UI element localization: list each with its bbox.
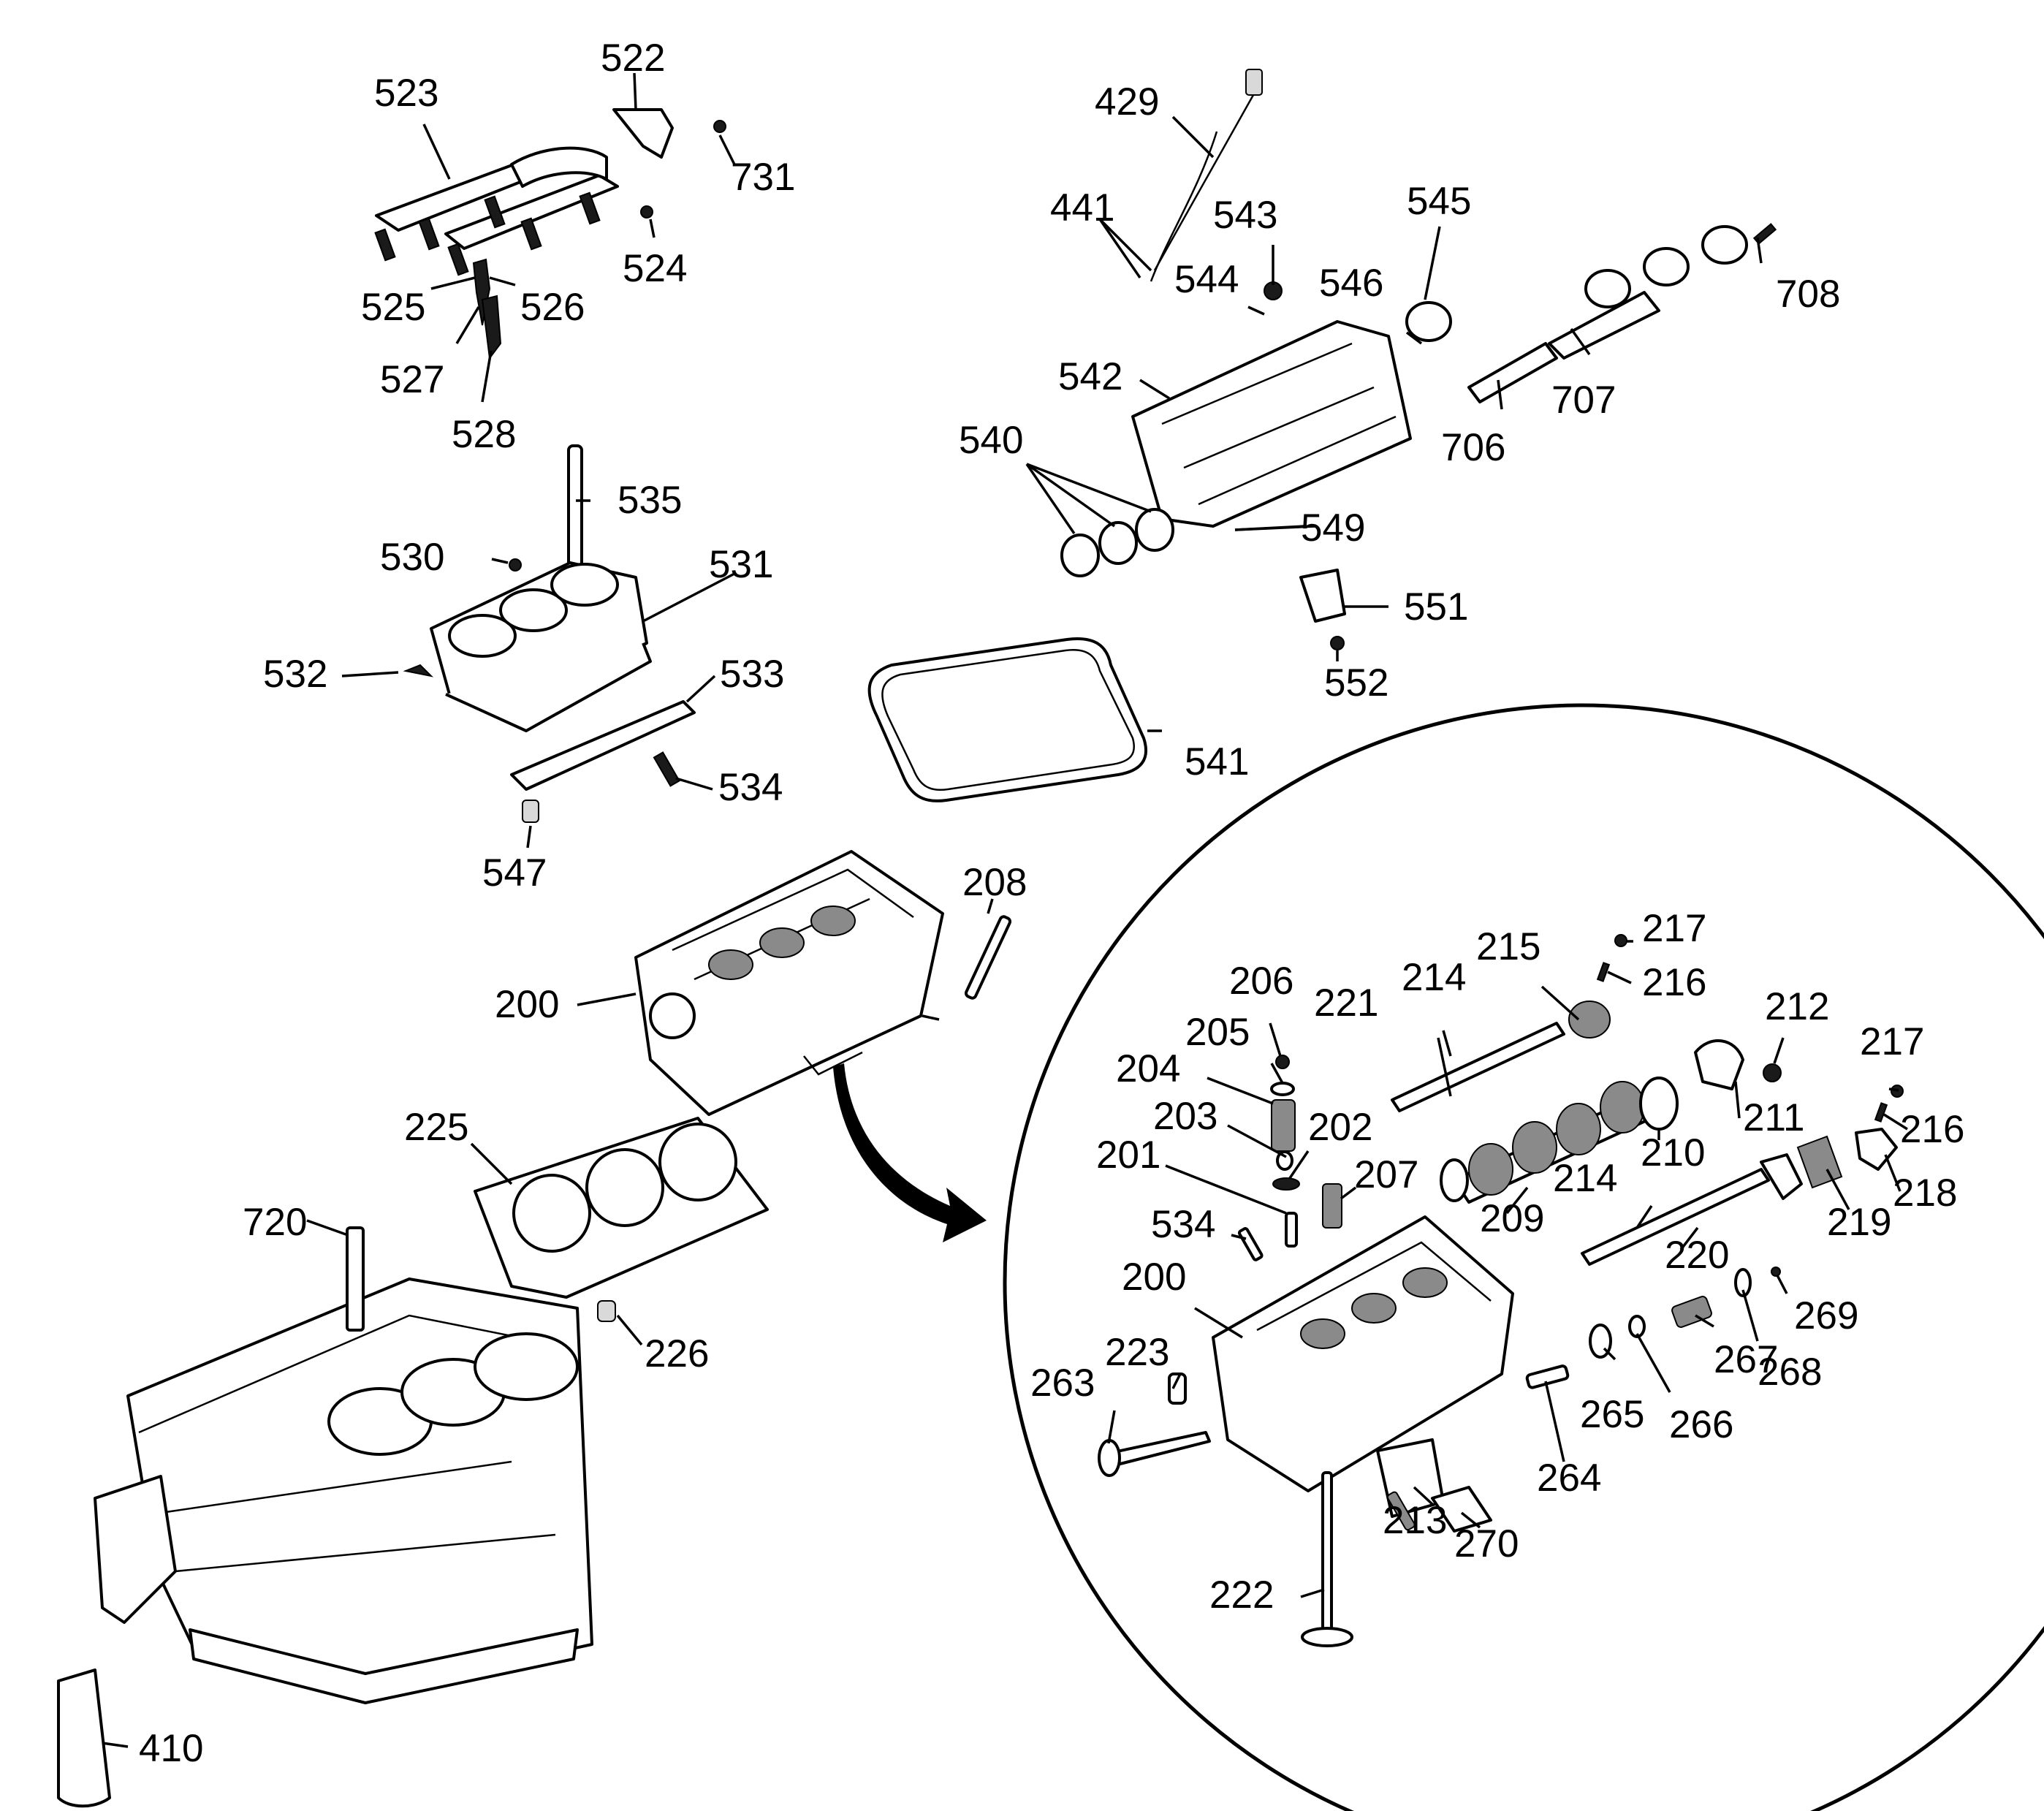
- callout-211: 211: [1743, 1096, 1805, 1139]
- callout-731: 731: [731, 156, 795, 199]
- callout-209: 209: [1480, 1197, 1544, 1240]
- callout-220: 220: [1665, 1234, 1729, 1277]
- callout-217-lower: 217: [1860, 1020, 1924, 1063]
- callout-269: 269: [1794, 1294, 1858, 1337]
- callout-214-upper: 214: [1402, 956, 1466, 999]
- callout-223: 223: [1105, 1331, 1169, 1374]
- detail-circle: [1003, 703, 2044, 1811]
- callout-221: 221: [1314, 982, 1378, 1025]
- callout-530: 530: [380, 536, 444, 579]
- callout-526: 526: [520, 286, 585, 329]
- callout-441: 441: [1050, 186, 1114, 229]
- callout-204: 204: [1116, 1047, 1180, 1090]
- callout-545: 545: [1407, 180, 1471, 223]
- callout-200-detail: 200: [1122, 1256, 1186, 1299]
- callout-207: 207: [1354, 1153, 1418, 1196]
- leader-lines: [102, 72, 1908, 1748]
- cylinder-head-assembly: [634, 850, 1012, 1116]
- callout-225: 225: [404, 1106, 468, 1149]
- engine-block: [57, 1226, 593, 1808]
- callout-551: 551: [1404, 585, 1468, 629]
- callout-203: 203: [1153, 1095, 1217, 1138]
- callout-706: 706: [1441, 426, 1505, 469]
- callout-216-upper: 216: [1642, 961, 1706, 1004]
- head-gasket: [474, 1117, 769, 1322]
- callout-267: 267: [1714, 1338, 1778, 1381]
- callout-540: 540: [959, 419, 1023, 462]
- callout-222: 222: [1209, 1573, 1274, 1617]
- callout-535: 535: [618, 479, 682, 522]
- callout-410: 410: [139, 1727, 203, 1770]
- callout-533: 533: [720, 653, 784, 696]
- detail-arrow: [833, 1063, 987, 1242]
- callout-205: 205: [1185, 1011, 1250, 1054]
- callout-217-upper: 217: [1642, 907, 1706, 950]
- callout-707: 707: [1551, 379, 1616, 422]
- callout-429: 429: [1095, 80, 1159, 124]
- callout-214-lower: 214: [1553, 1157, 1617, 1200]
- callout-215: 215: [1476, 925, 1540, 968]
- callout-524: 524: [623, 247, 687, 290]
- callout-208: 208: [962, 861, 1027, 904]
- fuel-rail-assembly: [374, 108, 726, 360]
- callout-541: 541: [1185, 740, 1249, 783]
- callout-212: 212: [1765, 985, 1829, 1028]
- callout-263: 263: [1030, 1362, 1095, 1405]
- callout-202: 202: [1308, 1106, 1372, 1149]
- callout-213: 213: [1383, 1499, 1447, 1542]
- callout-532: 532: [263, 653, 327, 696]
- callout-201: 201: [1096, 1134, 1160, 1177]
- callout-226: 226: [645, 1332, 709, 1375]
- callout-210: 210: [1641, 1131, 1705, 1174]
- callout-708: 708: [1776, 273, 1840, 316]
- callout-219: 219: [1827, 1201, 1891, 1244]
- callout-268: 268: [1758, 1351, 1822, 1394]
- callout-218: 218: [1893, 1172, 1957, 1215]
- callout-270: 270: [1454, 1522, 1519, 1565]
- callout-549: 549: [1301, 506, 1365, 550]
- callout-543: 543: [1213, 194, 1277, 237]
- callout-527: 527: [380, 358, 444, 401]
- valve-cover-assembly: [1060, 69, 1777, 650]
- callout-531: 531: [709, 543, 773, 586]
- valve-cover-gasket: [867, 637, 1148, 802]
- callout-547: 547: [482, 851, 547, 895]
- callout-534: 534: [718, 766, 783, 809]
- callout-216-lower: 216: [1900, 1108, 1964, 1151]
- callout-522: 522: [601, 37, 665, 80]
- callout-265: 265: [1580, 1393, 1644, 1436]
- callout-labels: 429 441 543 545 544 546 542 708 707 706 …: [139, 37, 1964, 1770]
- callout-266: 266: [1669, 1403, 1733, 1446]
- callout-552: 552: [1324, 661, 1388, 705]
- intake-manifold-assembly: [403, 444, 696, 823]
- callout-528: 528: [452, 413, 516, 456]
- callout-200: 200: [495, 983, 559, 1026]
- callout-542: 542: [1058, 355, 1122, 398]
- callout-523: 523: [374, 72, 438, 115]
- callout-544: 544: [1174, 258, 1239, 301]
- callout-264: 264: [1537, 1457, 1601, 1500]
- callout-206: 206: [1229, 960, 1293, 1003]
- callout-720: 720: [243, 1201, 307, 1244]
- callout-525: 525: [361, 286, 425, 329]
- callout-534-detail: 534: [1151, 1203, 1215, 1246]
- callout-546: 546: [1319, 262, 1383, 305]
